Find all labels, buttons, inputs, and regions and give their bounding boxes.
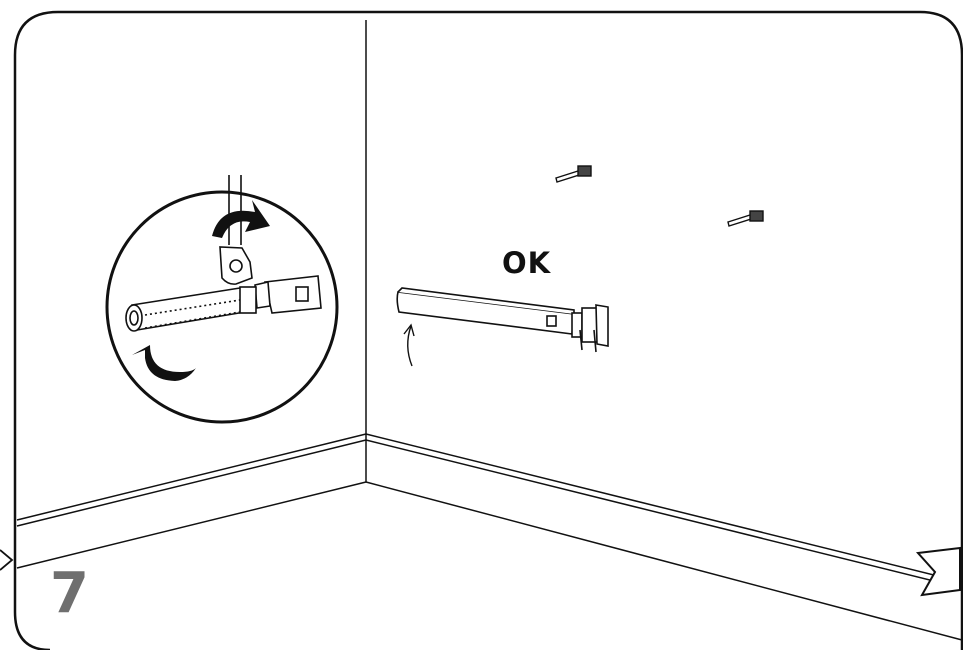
ok-label: OK: [502, 246, 552, 280]
wall-mounting-pin: [555, 165, 592, 183]
bracket: [254, 275, 322, 314]
room-walls: [16, 20, 963, 641]
wall-mounting-pin: [727, 210, 764, 227]
roller-blind: [396, 287, 609, 353]
wrench: [219, 175, 253, 285]
curved-arrow-counterclockwise-icon: [132, 345, 196, 381]
right-arrow-outline-icon[interactable]: [915, 546, 961, 597]
roller-tube: [125, 286, 257, 332]
detail-zoom-circle: [105, 175, 339, 424]
lift-up-arrow-icon: [403, 323, 415, 367]
step-number: 7: [50, 561, 89, 626]
left-chevron-icon[interactable]: [0, 549, 14, 571]
curved-arrow-clockwise-icon: [212, 200, 270, 238]
